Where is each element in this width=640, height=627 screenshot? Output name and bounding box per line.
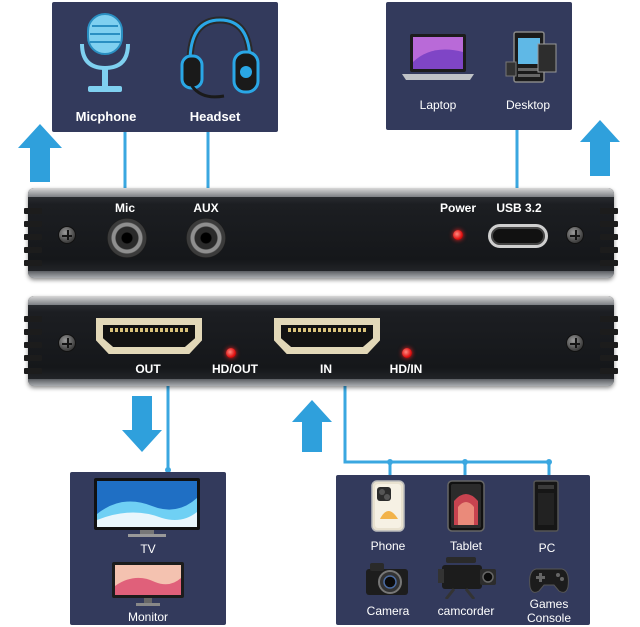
desktop-label: Desktop <box>505 98 551 112</box>
device-top-rim <box>28 188 614 197</box>
headset-icon <box>180 16 260 99</box>
source-panel: Phone Tablet PC Camera camcorder Games C… <box>336 475 590 625</box>
screw-icon <box>566 334 584 352</box>
laptop-label: Laptop <box>419 98 457 112</box>
mic-jack <box>107 218 147 258</box>
phone-label: Phone <box>370 539 406 553</box>
cooling-fins-right <box>600 316 618 381</box>
camera-label: Camera <box>366 604 410 618</box>
usb-c-port <box>488 224 548 248</box>
headset-label: Headset <box>189 109 241 124</box>
arrow-up-left <box>18 124 62 182</box>
capture-device-bottom: OUT HD/OUT IN HD/IN <box>24 296 618 386</box>
usb-port-label: USB 3.2 <box>496 201 542 215</box>
microphone-icon <box>80 13 130 92</box>
output-panel: TV Monitor <box>70 472 226 625</box>
hd-in-led <box>402 348 412 358</box>
camera-icon <box>366 563 408 595</box>
arrow-up-right <box>580 120 620 176</box>
arrow-down-output <box>122 396 162 452</box>
cooling-fins-left <box>24 316 42 381</box>
hdmi-in-port <box>274 318 380 354</box>
screw-icon <box>566 226 584 244</box>
hd-out-label: HD/OUT <box>212 362 258 376</box>
power-led <box>453 230 463 240</box>
games-console-label: Games Console <box>526 597 572 625</box>
laptop-icon <box>402 34 474 80</box>
camcorder-label: camcorder <box>437 604 495 618</box>
device-bottom-rim <box>28 379 614 386</box>
hdmi-out-label: OUT <box>135 362 161 376</box>
hd-out-led <box>226 348 236 358</box>
monitor-label: Monitor <box>127 610 169 624</box>
device-bottom-rim <box>28 271 614 278</box>
screw-icon <box>58 334 76 352</box>
screw-icon <box>58 226 76 244</box>
monitor-icon <box>112 562 184 606</box>
camcorder-icon <box>438 557 496 599</box>
capture-device-top: Mic AUX Power USB 3.2 <box>24 188 618 278</box>
pc-label: PC <box>538 541 556 555</box>
cooling-fins-left <box>24 208 42 273</box>
arrow-up-input <box>292 400 332 452</box>
tv-icon <box>94 478 200 537</box>
aux-port-label: AUX <box>193 201 219 215</box>
tablet-icon <box>447 480 485 532</box>
hdmi-in-label: IN <box>320 362 332 376</box>
hdmi-out-port <box>96 318 202 354</box>
desktop-icon <box>505 31 557 83</box>
phone-icon <box>371 480 405 532</box>
aux-jack <box>186 218 226 258</box>
computer-panel: Laptop Desktop <box>386 2 572 130</box>
audio-panel: Micphone Headset <box>52 2 278 132</box>
tv-label: TV <box>140 542 156 556</box>
microphone-label: Micphone <box>75 109 137 124</box>
hd-in-label: HD/IN <box>389 362 423 376</box>
pc-tower-icon <box>533 480 559 532</box>
mic-port-label: Mic <box>114 201 136 215</box>
cooling-fins-right <box>600 208 618 273</box>
tablet-label: Tablet <box>449 539 483 553</box>
game-controller-icon <box>529 568 569 593</box>
device-top-rim <box>28 296 614 305</box>
power-label: Power <box>439 201 477 215</box>
